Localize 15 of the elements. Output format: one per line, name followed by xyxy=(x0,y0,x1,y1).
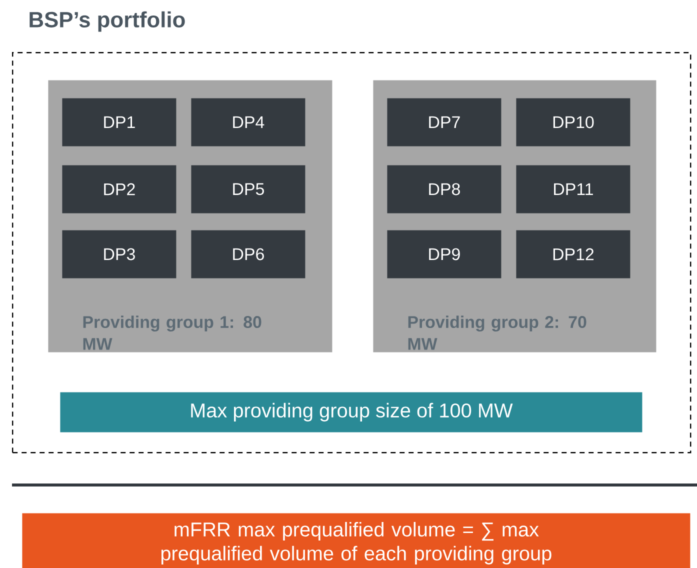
unit-box: DP2 xyxy=(62,165,176,214)
node-label: BSP’s portfolio xyxy=(30,11,185,32)
formula-banner: mFRR max prequalified volume = ∑ max prequalified volume of each providing group xyxy=(22,513,690,568)
unit-box: DP5 xyxy=(191,165,306,214)
unit-box: DP1 xyxy=(62,98,176,146)
unit-box: DP11 xyxy=(516,165,630,214)
unit-box: DP10 xyxy=(516,98,630,146)
unit-box: DP8 xyxy=(387,165,502,214)
limit-bar: Max providing group size of 100 MW xyxy=(60,392,642,432)
unit-box: DP9 xyxy=(387,230,502,278)
unit-box: DP3 xyxy=(62,230,176,278)
unit-box: DP7 xyxy=(387,98,502,146)
unit-box: DP6 xyxy=(191,230,306,278)
unit-box: DP4 xyxy=(191,98,306,146)
unit-box: DP12 xyxy=(516,230,630,278)
